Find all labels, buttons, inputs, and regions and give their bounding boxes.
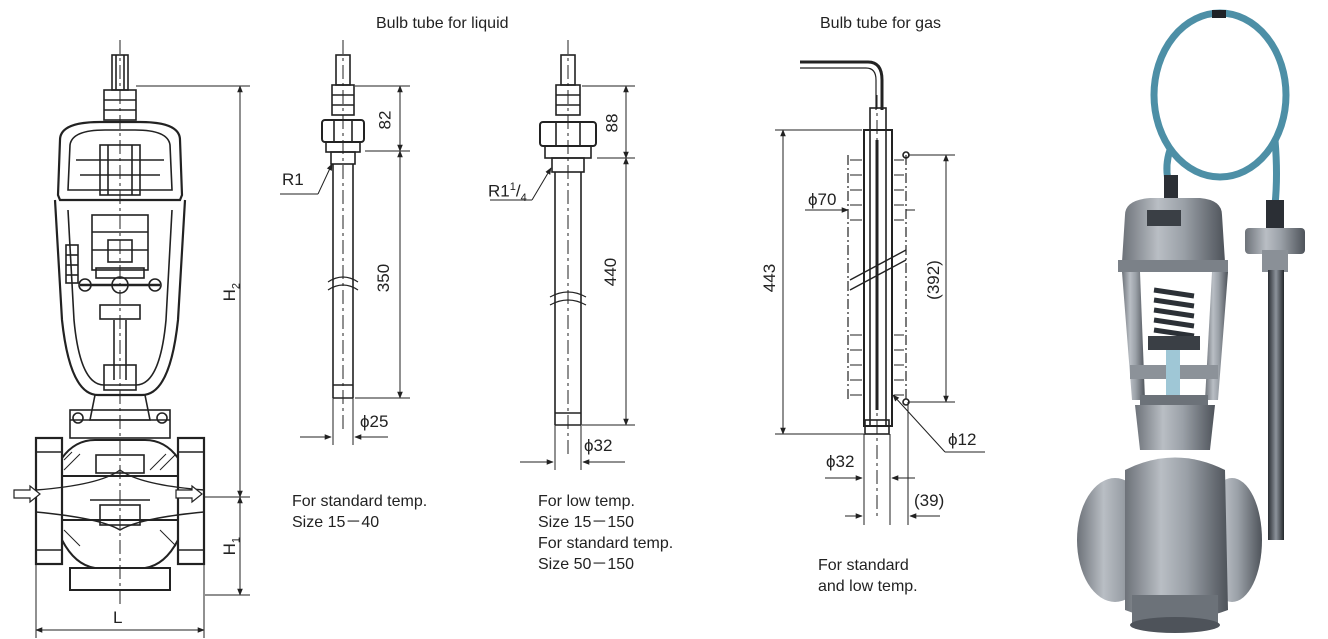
dim-h1-label: H1 bbox=[220, 536, 243, 556]
dim-l-label: L bbox=[113, 608, 123, 627]
liquid-a-caption-2: Size 15－40 bbox=[292, 514, 380, 531]
thread-r1-label: R1 bbox=[282, 170, 304, 189]
liquid-bulb-heading: Bulb tube for liquid bbox=[376, 15, 509, 32]
dim-88-label: 88 bbox=[602, 113, 622, 133]
gas-bulb-heading: Bulb tube for gas bbox=[820, 15, 941, 32]
dia-25-label: ϕ25 bbox=[360, 412, 389, 431]
gas-bulb-tube bbox=[800, 60, 910, 520]
dim-392-label: (392) bbox=[923, 260, 943, 300]
liquid-bulb-tube-low bbox=[539, 40, 597, 455]
dim-39-label: (39) bbox=[914, 491, 945, 510]
valve-section-drawing bbox=[13, 40, 206, 605]
dim-440-label: 440 bbox=[601, 257, 621, 287]
dim-443-label: 443 bbox=[760, 263, 780, 293]
valve-product-photo bbox=[1077, 9, 1305, 633]
dia-32-gas-label: ϕ32 bbox=[826, 452, 855, 471]
liquid-b-caption-4: Size 50－150 bbox=[538, 556, 635, 573]
dia-32-label: ϕ32 bbox=[584, 436, 613, 455]
liquid-b-caption-3: For standard temp. bbox=[538, 535, 674, 552]
dia-12-label: ϕ12 bbox=[948, 430, 977, 449]
thread-r1-1-4-label: R11/4 bbox=[488, 181, 527, 205]
liquid-b-caption-1: For low temp. bbox=[538, 493, 635, 510]
liquid-bulb-tube-std bbox=[321, 40, 365, 430]
liquid-b-caption-2: Size 15－150 bbox=[538, 514, 635, 531]
liquid-a-caption-1: For standard temp. bbox=[292, 493, 428, 510]
dim-350-label: 350 bbox=[374, 263, 394, 293]
dia-70-label: ϕ70 bbox=[808, 190, 837, 209]
gas-caption-2: and low temp. bbox=[818, 578, 918, 595]
dim-82-label: 82 bbox=[375, 110, 395, 130]
gas-caption-1: For standard bbox=[818, 557, 909, 574]
dim-h2-label: H2 bbox=[220, 282, 243, 302]
